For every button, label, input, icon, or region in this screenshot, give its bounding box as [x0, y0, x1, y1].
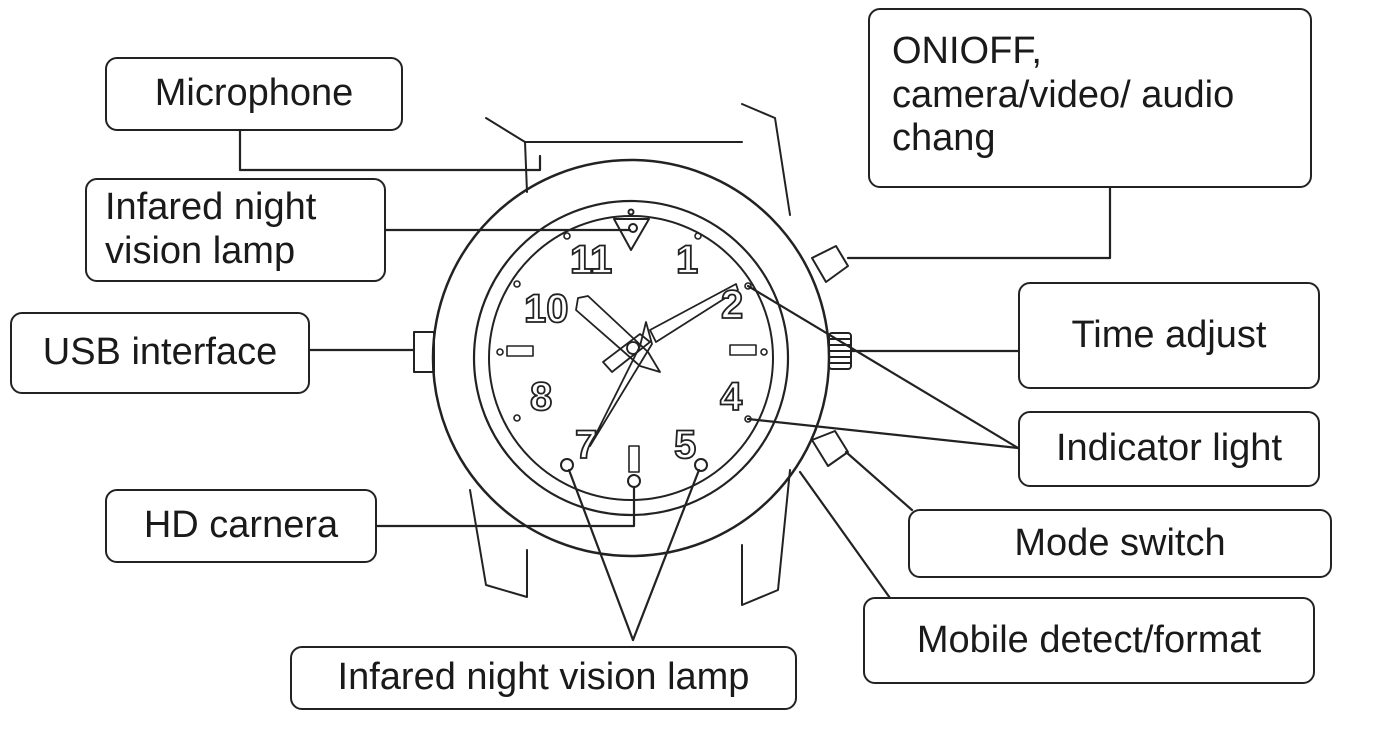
numeral-2: 2: [721, 283, 743, 327]
crown: [828, 332, 852, 370]
onoff-button: [811, 245, 849, 283]
label-usb-interface: USB interface: [10, 312, 310, 394]
label-infrared-bottom: Infared night vision lamp: [290, 646, 797, 710]
label-onoff: ONIOFF, camera/video/ audio chang: [868, 8, 1312, 188]
dial-markers: [496, 232, 768, 473]
label-hd-camera: HD carnera: [105, 489, 377, 563]
usb-port: [413, 331, 435, 373]
numeral-5: 5: [674, 423, 696, 467]
label-time-adjust: Time adjust: [1018, 282, 1320, 389]
numeral-7: 7: [575, 423, 597, 467]
dial-numerals: 11 1 10 2 8 4 7 5: [523, 237, 744, 468]
numeral-8: 8: [530, 375, 552, 419]
infrared-lamp-top: [613, 208, 650, 251]
numeral-1: 1: [676, 238, 698, 282]
numeral-11: 11: [570, 238, 612, 282]
label-mobile-detect: Mobile detect/format: [863, 597, 1315, 684]
label-infrared-top: Infared night vision lamp: [85, 178, 386, 282]
infrared-lamp-right: [694, 458, 708, 472]
watch-dial: [488, 215, 774, 501]
label-microphone: Microphone: [105, 57, 403, 131]
watch-bezel: [472, 199, 790, 517]
label-indicator-light: Indicator light: [1018, 411, 1320, 487]
watch-hands: [575, 283, 739, 447]
mode-switch-button: [811, 430, 849, 467]
label-mode-switch: Mode switch: [908, 509, 1332, 578]
top-strap: [485, 103, 791, 216]
numeral-4: 4: [720, 375, 743, 419]
hd-camera-lens: [627, 474, 641, 488]
numeral-10: 10: [524, 287, 569, 331]
leader-lines: [238, 128, 1112, 642]
infrared-lamp-left: [560, 458, 574, 472]
bottom-strap: [469, 469, 791, 606]
